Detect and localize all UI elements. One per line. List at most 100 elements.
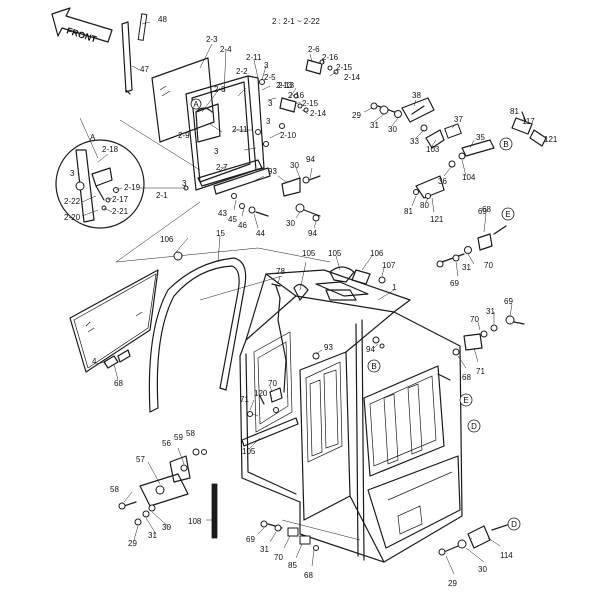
part-label: 2-13 [278,81,295,90]
part-label: 43 [218,209,227,218]
part-label: 68 [462,373,471,382]
part-label: 2-9 [178,131,190,140]
part-label: 46 [238,221,247,230]
part-label: 2-14 [310,109,327,118]
part-label: 3 [70,169,75,178]
part-label: 33 [410,137,419,146]
part-label: 37 [454,115,463,124]
part-label: 103 [426,145,440,154]
part-label: 56 [162,439,171,448]
rubber-strip [211,483,218,539]
part-label: 3 [268,99,273,108]
svg-text:E: E [505,210,510,219]
part-label: 2-10 [280,131,297,140]
part-label: 106 [160,235,174,244]
part-label: 3 [214,147,219,156]
callout-b-2: B [367,359,381,373]
part-label: 15 [216,229,225,238]
wiper-assembly [121,13,148,95]
part-label: 31 [462,263,471,272]
part-label: 70 [268,379,277,388]
part-label: 47 [140,65,149,74]
side-glass [69,269,159,373]
part-label: 2-11 [246,53,262,62]
part-label: 94 [306,155,315,164]
part-label: 35 [476,133,485,142]
part-label: 29 [448,579,457,588]
upper-right-hardware [263,59,339,147]
part-label: 2-15 [302,99,319,108]
part-label: 120 [254,389,268,398]
part-label: 2-2 [236,67,248,76]
svg-text:B: B [503,140,508,149]
front-arrow-label: FRONT [65,25,98,44]
part-label: 2-7 [216,163,228,172]
part-label: 58 [186,429,195,438]
part-label: 2-6 [308,45,320,54]
part-label: 2-17 [112,195,129,204]
part-label: 48 [158,15,167,24]
lower-right-bolts [438,523,511,556]
part-label: 81 [510,107,519,116]
part-label: 38 [412,91,421,100]
part-label: 36 [438,177,447,186]
part-label: 1 [392,283,397,292]
part-label: 70 [484,261,493,270]
callout-e-1: E [501,207,515,221]
part-label: 69 [504,297,513,306]
part-label: 45 [228,215,237,224]
part-label: 30 [478,565,487,574]
svg-text:D: D [471,422,477,431]
part-label: 30 [388,125,397,134]
part-label: 94 [366,345,375,354]
part-label: 114 [500,551,513,560]
part-label: 70 [470,315,479,324]
cab-body [239,269,463,563]
callout-a: A [190,98,202,110]
part-label: 93 [324,343,333,352]
callout-e-2: E [459,393,473,407]
door-lock-cluster [370,97,547,199]
part-label: 4 [92,357,97,366]
part-label: 2-14 [344,73,361,82]
part-label: 3 [182,179,187,188]
part-label: 29 [128,539,137,548]
part-label: 121 [544,135,558,144]
part-label: 105 [328,249,342,258]
lower-middle-bolts [260,519,361,551]
part-label: 68 [114,379,123,388]
part-label: 31 [260,545,269,554]
part-label: 2-18 [102,145,119,154]
part-label: 2-3 [206,35,218,44]
part-label: 94 [308,229,317,238]
part-label: 68 [304,571,313,580]
frame-bolts [231,175,321,222]
callout-d-2: D [507,517,521,531]
part-label: 107 [382,261,396,270]
part-label: 117 [522,117,535,126]
part-label: 2-11 [232,125,248,134]
part-label: 106 [370,249,384,258]
part-label: 2-16 [322,53,339,62]
part-label: 80 [420,201,429,210]
part-range-label: 2 : 2-1 ~ 2-22 [272,17,320,26]
part-label: 105 [302,249,316,258]
part-label: 108 [188,517,202,526]
part-label: 31 [370,121,379,130]
upper-window-assembly [151,57,271,195]
front-arrow: FRONT [51,7,113,45]
part-label: 57 [136,455,145,464]
part-label: 58 [110,485,119,494]
window-seal [148,251,247,413]
part-label: 70 [274,553,283,562]
part-label: 2-15 [336,63,353,72]
part-label: 105 [242,447,256,456]
part-labels: 48 47 2-3 2-4 2-11 2-2 3 2-5 2-8 2-13 3 … [64,15,558,588]
part-label: 2-21 [112,207,129,216]
part-label: 69 [246,535,255,544]
part-label: 3 [266,117,271,126]
part-label: 30 [290,161,299,170]
part-label: 2-5 [264,73,276,82]
leader-lines [81,21,513,575]
